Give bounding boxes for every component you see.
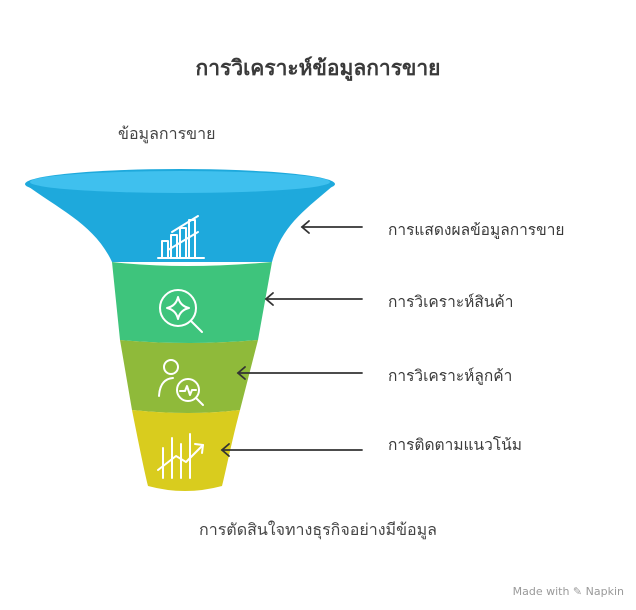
stage-arrows [220,220,363,457]
stage-label-4: การติดตามแนวโน้ม [388,436,522,454]
stage-label-2: การวิเคราะห์สินค้า [388,293,514,311]
arrow-stage-3 [236,366,363,380]
funnel-stage-1 [25,184,335,262]
diagram-title: การวิเคราะห์ข้อมูลการขาย [195,56,441,80]
funnel-rim-top [30,171,330,193]
trend-arrow-icon [157,433,204,479]
stage-label-3: การวิเคราะห์ลูกค้า [388,367,513,385]
arrow-stage-1 [300,220,363,234]
magnifier-sparkle-icon [159,289,203,333]
napkin-watermark: Made with ✎ Napkin [512,585,624,598]
bar-chart-icon [157,215,205,259]
arrow-stage-4 [220,443,363,457]
stage-label-1: การแสดงผลข้อมูลการขาย [388,221,565,239]
funnel-stage-4 [132,410,240,491]
funnel-output-label: การตัดสินใจทางธุรกิจอย่างมีข้อมูล [199,520,437,539]
funnel-stage-2 [112,262,272,343]
funnel-stage-3 [120,340,258,413]
user-analysis-icon [158,359,204,406]
funnel-input-label: ข้อมูลการขาย [118,124,216,143]
arrow-stage-2 [264,292,363,306]
